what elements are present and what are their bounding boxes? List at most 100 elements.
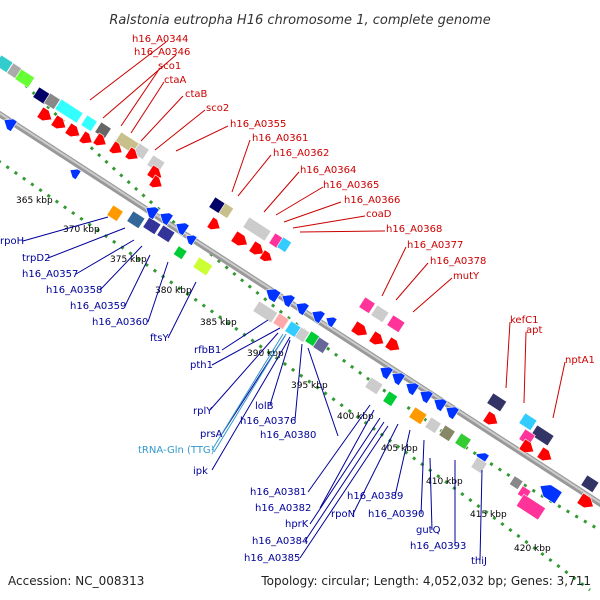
reverse-gene[interactable]	[106, 204, 124, 222]
gene-label-ctab[interactable]: ctaB	[185, 89, 208, 100]
forward-gene[interactable]	[54, 98, 84, 124]
reverse-gene[interactable]	[173, 219, 190, 236]
reverse-gene[interactable]	[67, 166, 82, 181]
gene-label-h16-a0389[interactable]: h16_A0389	[347, 491, 403, 502]
forward-gene[interactable]	[370, 304, 390, 324]
gene-label-coad[interactable]: coaD	[366, 209, 392, 220]
forward-gene[interactable]	[530, 424, 555, 447]
forward-gene[interactable]	[518, 412, 538, 432]
reverse-gene[interactable]	[438, 424, 456, 442]
reverse-gene[interactable]	[470, 456, 488, 474]
forward-gene[interactable]	[64, 122, 83, 141]
gene-label-h16-a0359[interactable]: h16_A0359	[70, 301, 126, 312]
gene-label-pth1[interactable]: pth1	[190, 360, 213, 371]
gene-label-h16-a0358[interactable]: h16_A0358	[46, 285, 102, 296]
gene-label-h16-a0360[interactable]: h16_A0360	[92, 317, 148, 328]
reverse-gene[interactable]	[443, 403, 460, 420]
reverse-gene[interactable]	[417, 387, 434, 404]
gene-label-kefc1[interactable]: kefC1	[510, 315, 538, 326]
forward-gene[interactable]	[36, 106, 55, 125]
forward-gene[interactable]	[0, 54, 14, 74]
reverse-gene[interactable]	[263, 285, 282, 304]
forward-gene[interactable]	[248, 240, 267, 259]
forward-gene[interactable]	[368, 330, 387, 349]
gene-label-h16-a0361[interactable]: h16_A0361	[252, 133, 308, 144]
reverse-gene[interactable]	[424, 416, 442, 434]
gene-label-trpd2[interactable]: trpD2	[22, 253, 50, 264]
gene-label-h16-a0382[interactable]: h16_A0382	[255, 503, 311, 514]
forward-gene[interactable]	[43, 92, 61, 110]
forward-gene[interactable]	[218, 202, 235, 219]
gene-label-h16-a0378[interactable]: h16_A0378	[430, 256, 486, 267]
gene-label-h16-a0366[interactable]: h16_A0366	[344, 195, 400, 206]
gene-label-h16-a0368[interactable]: h16_A0368	[386, 224, 442, 235]
reverse-gene[interactable]	[536, 480, 563, 505]
forward-gene[interactable]	[576, 492, 597, 512]
gene-label-h16-a0365[interactable]: h16_A0365	[323, 180, 379, 191]
reverse-gene[interactable]	[142, 216, 162, 236]
reverse-gene[interactable]	[192, 256, 214, 277]
gene-label-prsa[interactable]: prsA	[200, 429, 223, 440]
gene-label-gutq[interactable]: gutQ	[416, 525, 441, 536]
reverse-gene[interactable]	[183, 232, 198, 247]
gene-label-h16-a0381[interactable]: h16_A0381	[250, 487, 306, 498]
forward-gene[interactable]	[258, 249, 275, 265]
gene-label-hprk[interactable]: hprK	[285, 519, 309, 530]
reverse-gene[interactable]	[454, 432, 472, 450]
gene-label-h16-a0390[interactable]: h16_A0390	[368, 509, 424, 520]
gene-label-sco1[interactable]: sco1	[158, 61, 181, 72]
reverse-gene[interactable]	[1, 115, 18, 132]
reverse-gene[interactable]	[515, 493, 547, 521]
gene-label-apt[interactable]: apt	[526, 325, 542, 336]
gene-label-h16-a0357[interactable]: h16_A0357	[22, 269, 78, 280]
gene-label-muty[interactable]: mutY	[453, 271, 480, 282]
gene-label-h16-a0362[interactable]: h16_A0362	[273, 148, 329, 159]
forward-gene[interactable]	[518, 438, 537, 457]
reverse-gene[interactable]	[312, 336, 330, 354]
reverse-gene[interactable]	[279, 291, 296, 308]
reverse-gene[interactable]	[294, 326, 311, 343]
gene-label-h16-a0385[interactable]: h16_A0385	[244, 553, 300, 564]
reverse-gene[interactable]	[364, 376, 384, 396]
reverse-gene[interactable]	[143, 203, 160, 220]
gene-label-lolb[interactable]: lolB	[255, 401, 274, 412]
gene-label-ftsy[interactable]: ftsY	[150, 333, 169, 344]
reverse-gene[interactable]	[172, 245, 188, 261]
reverse-gene[interactable]	[392, 396, 409, 413]
forward-gene[interactable]	[92, 132, 110, 150]
forward-gene[interactable]	[386, 314, 406, 334]
reverse-gene[interactable]	[431, 395, 448, 412]
gene-label-h16-a0393[interactable]: h16_A0393	[410, 541, 466, 552]
gene-label-rfbb1[interactable]: rfbB1	[194, 345, 221, 356]
gene-label-h16-a0344[interactable]: h16_A0344	[132, 34, 188, 45]
gene-label-rply[interactable]: rplY	[193, 406, 213, 417]
reverse-gene[interactable]	[408, 406, 428, 426]
gene-label-thij[interactable]: thiJ	[471, 556, 487, 567]
gene-label-h16-a0377[interactable]: h16_A0377	[407, 240, 463, 251]
reverse-gene[interactable]	[389, 369, 406, 386]
gene-label-h16-a0364[interactable]: h16_A0364	[300, 165, 356, 176]
forward-gene[interactable]	[358, 296, 376, 314]
gene-label-trna-gln[interactable]: tRNA-Gln (TTG)	[138, 445, 215, 456]
gene-label-ctaa[interactable]: ctaA	[164, 75, 187, 86]
reverse-gene[interactable]	[377, 363, 394, 380]
reverse-gene[interactable]	[508, 475, 524, 491]
forward-gene[interactable]	[206, 216, 224, 234]
reverse-gene[interactable]	[293, 299, 310, 316]
forward-gene[interactable]	[350, 320, 371, 340]
reverse-gene[interactable]	[157, 209, 174, 226]
reverse-gene[interactable]	[156, 224, 176, 244]
gene-label-ipk[interactable]: ipk	[193, 466, 208, 477]
forward-gene[interactable]	[230, 230, 251, 250]
gene-label-h16-a0376[interactable]: h16_A0376	[240, 416, 296, 427]
forward-gene[interactable]	[536, 446, 555, 465]
reverse-gene[interactable]	[272, 312, 290, 330]
forward-gene[interactable]	[50, 114, 69, 133]
gene-label-h16-a0380[interactable]: h16_A0380	[260, 430, 316, 441]
reverse-gene[interactable]	[252, 300, 279, 324]
gene-label-rpon[interactable]: rpoN	[331, 509, 355, 520]
forward-gene[interactable]	[14, 68, 36, 89]
gene-label-h16-a0384[interactable]: h16_A0384	[252, 536, 308, 547]
forward-gene[interactable]	[78, 130, 96, 148]
reverse-gene[interactable]	[382, 390, 399, 407]
